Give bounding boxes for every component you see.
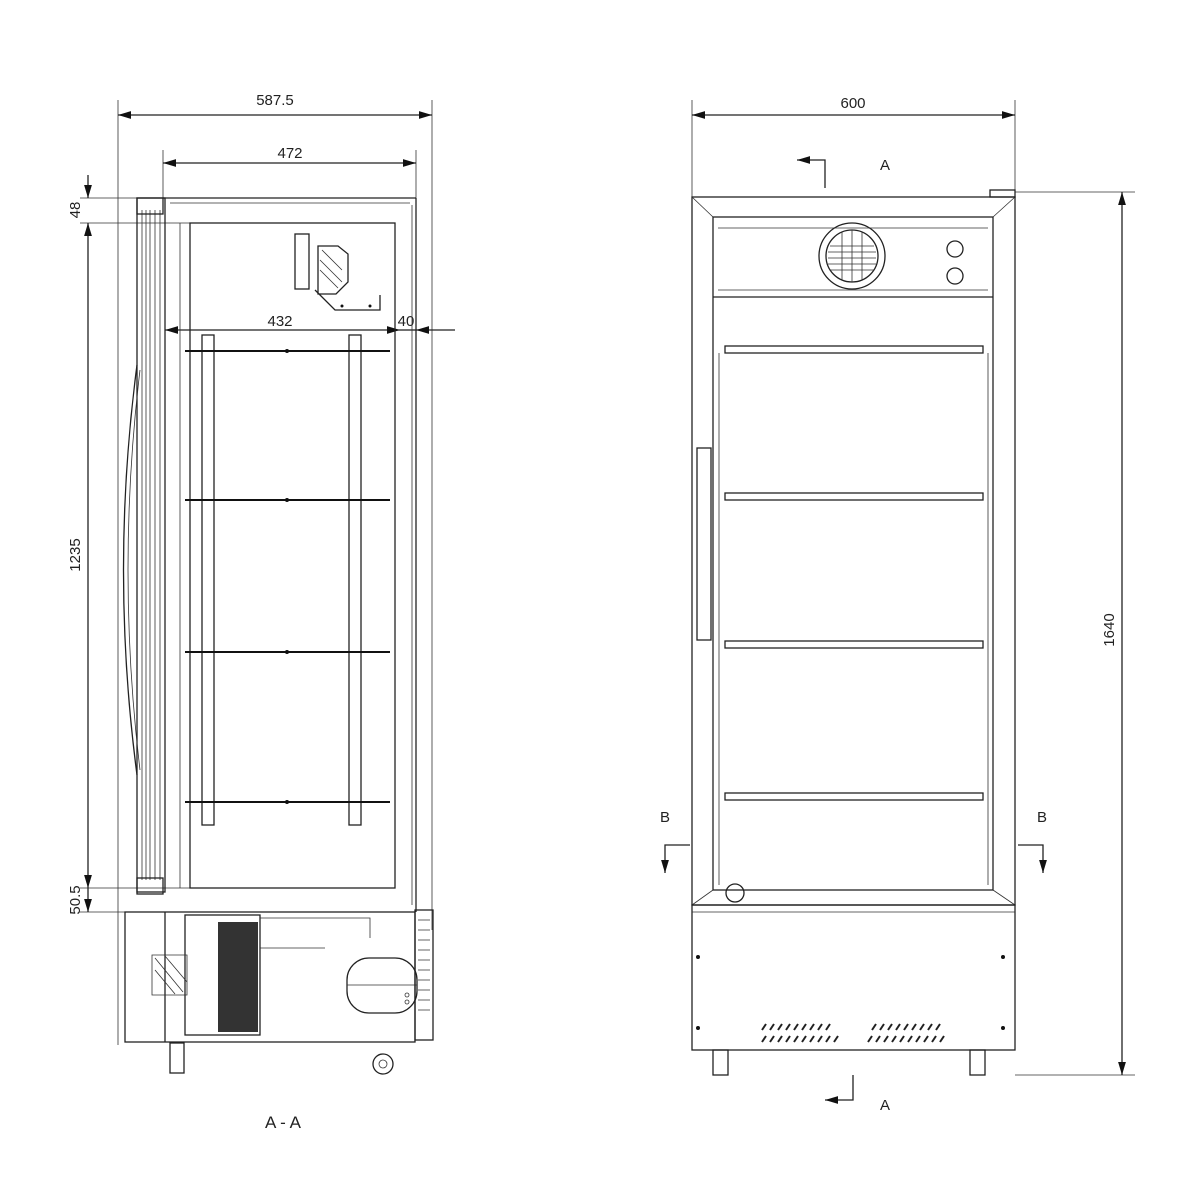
control-knob — [946, 240, 964, 258]
evaporator-fan — [294, 233, 381, 311]
front-view: 600 1640 — [660, 95, 1135, 1114]
fan-icon — [818, 222, 886, 290]
dim-label-overall-depth: 587.5 — [256, 92, 294, 109]
dim-label-bottom-height: 50.5 — [67, 885, 84, 914]
dim-label-top-height: 48 — [67, 202, 84, 219]
dim-label-height: 1640 — [1101, 613, 1118, 646]
section-marker-b-left: B — [660, 809, 690, 873]
shelves-front — [718, 345, 989, 885]
dim-label-inner-height: 1235 — [67, 538, 84, 571]
cabinet-body — [691, 196, 1016, 906]
door-handle — [122, 364, 138, 776]
svg-text:A: A — [880, 1097, 890, 1114]
shelves — [185, 334, 390, 826]
svg-text:B: B — [1037, 809, 1047, 826]
door-handle — [696, 447, 712, 641]
lock-icon — [725, 883, 745, 903]
vent-grille — [761, 1023, 945, 1043]
base-panel — [691, 904, 1016, 1051]
dim-label-inner-depth: 432 — [267, 313, 292, 330]
machine-compartment — [124, 909, 434, 1075]
dim-label-rear-gap: 40 — [398, 313, 415, 330]
dim-label-width: 600 — [840, 95, 865, 112]
door-profile — [122, 197, 166, 895]
foot — [969, 1049, 986, 1076]
dim-label-cabinet-depth: 472 — [277, 145, 302, 162]
svg-text:A: A — [880, 157, 890, 174]
side-section-view: 587.5 472 432 40 48 1235 50.5 — [67, 92, 455, 1132]
section-marker-b-right: B — [1018, 809, 1047, 873]
section-marker-a-top: A — [797, 156, 890, 188]
svg-text:B: B — [660, 809, 670, 826]
section-marker-a-bottom: A — [825, 1075, 890, 1114]
section-label-a-a: A - A — [265, 1113, 302, 1132]
foot — [712, 1049, 729, 1076]
control-knob — [946, 267, 964, 285]
